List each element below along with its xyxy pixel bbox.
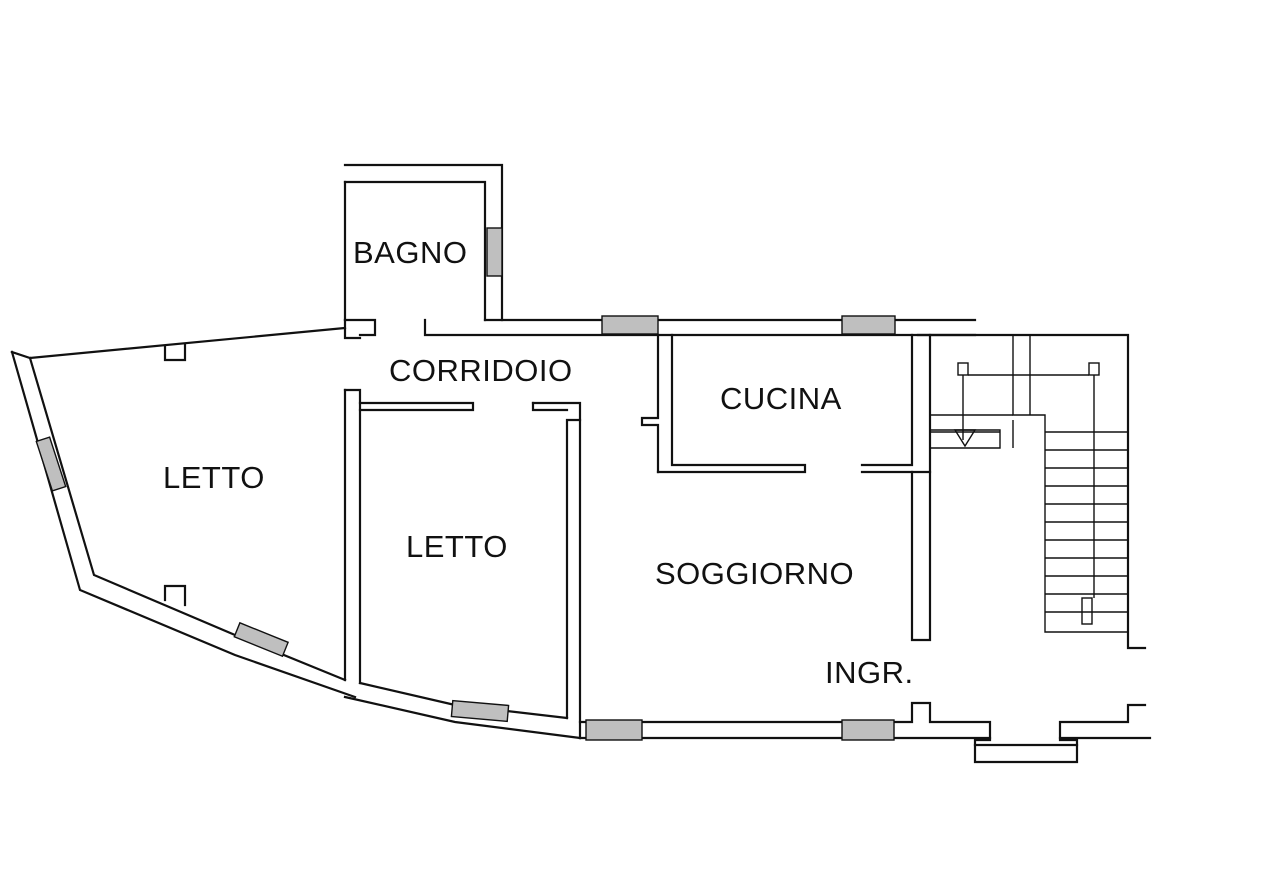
label-letto-center: LETTO bbox=[406, 529, 508, 564]
staircase bbox=[928, 333, 1147, 650]
label-corridoio: CORRIDOIO bbox=[389, 353, 573, 388]
letto-left-walls bbox=[10, 326, 357, 699]
stair-arrow-icon bbox=[953, 429, 977, 448]
letto-left-window bbox=[35, 436, 67, 492]
label-bagno: BAGNO bbox=[353, 235, 467, 270]
soggiorno-walls bbox=[578, 701, 1152, 764]
cucina-top-window-right bbox=[841, 315, 896, 335]
letto-center-walls bbox=[343, 401, 582, 740]
cucina-walls bbox=[640, 333, 932, 642]
bagno-window bbox=[486, 227, 503, 277]
cucina-top-window-left bbox=[601, 315, 659, 335]
letto-center-bottom-window bbox=[450, 699, 510, 723]
label-letto-left: LETTO bbox=[163, 460, 265, 495]
soggiorno-bottom-window-left bbox=[585, 719, 643, 741]
label-soggiorno: SOGGIORNO bbox=[655, 556, 854, 591]
label-cucina: CUCINA bbox=[720, 381, 842, 416]
letto-left-bottom-window bbox=[233, 621, 290, 658]
partition-letto bbox=[343, 388, 362, 685]
label-ingresso: INGR. bbox=[825, 655, 914, 690]
soggiorno-bottom-window-right bbox=[841, 719, 895, 741]
